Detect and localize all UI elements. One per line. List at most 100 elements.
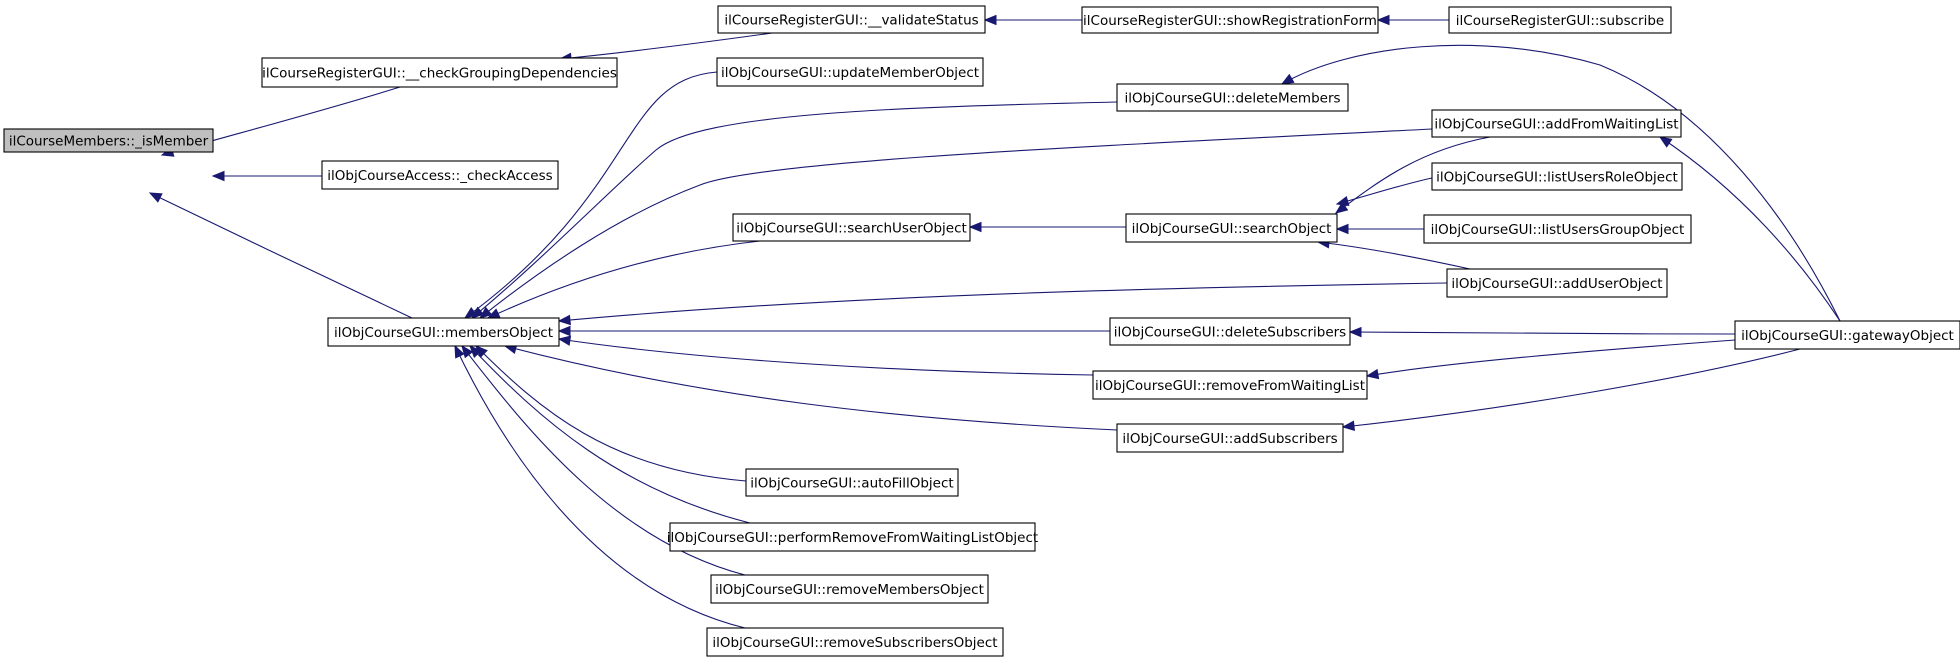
- node-box: [732, 213, 971, 242]
- edge-line: [1342, 348, 1801, 428]
- node-listUsersGroup[interactable]: ilObjCourseGUI::listUsersGroupObject: [1423, 214, 1692, 244]
- edge-searchUser-to-membersObject: [486, 240, 761, 319]
- edge-showRegForm-to-validateStatus: [983, 14, 1082, 26]
- node-label: ilCourseRegisterGUI::__checkGroupingDepe…: [262, 66, 617, 82]
- node-label: ilObjCourseGUI::listUsersRoleObject: [1436, 170, 1678, 186]
- node-validateStatus[interactable]: ilCourseRegisterGUI::__validateStatus: [717, 5, 986, 34]
- arrowhead-icon: [454, 344, 465, 359]
- node-box: [1109, 317, 1351, 346]
- edge-line: [1349, 331, 1736, 335]
- node-checkAccess[interactable]: ilObjCourseAccess::_checkAccess: [321, 160, 559, 190]
- arrowhead-icon: [478, 306, 493, 319]
- node-label: ilObjCourseGUI::gatewayObject: [1741, 328, 1954, 344]
- edge-addFromWL-to-searchObject: [1334, 136, 1491, 214]
- arrowhead-icon: [1335, 223, 1349, 235]
- edge-line: [464, 71, 718, 319]
- node-listUsersRole[interactable]: ilObjCourseGUI::listUsersRoleObject: [1431, 162, 1683, 191]
- node-deleteMembers[interactable]: ilObjCourseGUI::deleteMembers: [1116, 83, 1349, 112]
- node-box: [669, 522, 1036, 552]
- node-gateway[interactable]: ilObjCourseGUI::gatewayObject: [1734, 320, 1960, 350]
- node-box: [1431, 109, 1682, 138]
- node-label: ilObjCourseGUI::removeSubscribersObject: [712, 635, 997, 651]
- node-box: [327, 317, 560, 347]
- node-box: [1092, 370, 1368, 400]
- node-checkGrouping[interactable]: ilCourseRegisterGUI::__checkGroupingDepe…: [261, 57, 618, 88]
- node-box: [1116, 83, 1349, 112]
- arrowhead-icon: [148, 192, 163, 203]
- node-box: [1116, 423, 1344, 453]
- node-removeMembers[interactable]: ilObjCourseGUI::removeMembersObject: [710, 574, 989, 604]
- edge-removeFromWL-to-membersObject: [557, 335, 1094, 376]
- node-performRemoveWL[interactable]: ilObjCourseGUI::performRemoveFromWaiting…: [667, 522, 1038, 552]
- node-box: [717, 5, 986, 34]
- edge-line: [1366, 339, 1736, 377]
- edge-gateway-to-deleteSubs: [1348, 326, 1736, 338]
- edge-line: [1317, 241, 1471, 270]
- node-box: [1446, 268, 1668, 298]
- node-box: [710, 574, 989, 604]
- edge-line: [149, 192, 413, 319]
- node-label: ilObjCourseGUI::performRemoveFromWaiting…: [667, 530, 1038, 546]
- edge-line: [487, 240, 761, 319]
- edge-membersObject-to-isMember: [148, 192, 413, 319]
- edge-listUsersGroup-to-searchObject: [1335, 223, 1425, 235]
- node-label: ilObjCourseGUI::deleteSubscribers: [1114, 325, 1346, 341]
- node-isMember[interactable]: ilCourseMembers::_isMember: [3, 128, 214, 153]
- edge-line: [1336, 177, 1433, 205]
- edge-gateway-to-removeFromWL: [1365, 339, 1736, 380]
- node-box: [1125, 213, 1338, 243]
- edge-line: [1659, 136, 1841, 322]
- edge-removeSubsObj-to-membersObject: [454, 344, 746, 629]
- node-subscribe[interactable]: ilCourseRegisterGUI::subscribe: [1448, 6, 1672, 34]
- node-label: ilObjCourseGUI::addSubscribers: [1122, 431, 1337, 447]
- edge-gateway-to-addFromWL: [1658, 136, 1841, 322]
- node-label: ilObjCourseGUI::listUsersGroupObject: [1431, 222, 1685, 238]
- node-removeFromWL[interactable]: ilObjCourseGUI::removeFromWaitingList: [1092, 370, 1368, 400]
- arrowhead-icon: [461, 344, 474, 359]
- edge-line: [558, 282, 1448, 322]
- node-label: ilObjCourseGUI::autoFillObject: [750, 476, 953, 492]
- arrowhead-icon: [1280, 73, 1295, 85]
- node-addUser[interactable]: ilObjCourseGUI::addUserObject: [1446, 268, 1668, 298]
- edge-line: [1335, 136, 1491, 214]
- node-addFromWL[interactable]: ilObjCourseGUI::addFromWaitingList: [1431, 109, 1682, 138]
- edge-line: [479, 128, 1433, 319]
- edge-line: [504, 345, 1118, 431]
- node-searchObject[interactable]: ilObjCourseGUI::searchObject: [1125, 213, 1338, 243]
- node-removeSubsObj[interactable]: ilObjCourseGUI::removeSubscribersObject: [706, 627, 1004, 657]
- edge-line: [454, 345, 746, 629]
- node-box: [706, 627, 1004, 657]
- edge-line: [558, 338, 1094, 376]
- node-label: ilObjCourseGUI::membersObject: [334, 325, 553, 341]
- node-deleteSubs[interactable]: ilObjCourseGUI::deleteSubscribers: [1109, 317, 1351, 346]
- arrowhead-icon: [968, 221, 982, 233]
- graph-edges: [148, 14, 1841, 629]
- edge-line: [475, 345, 747, 482]
- node-box: [716, 57, 984, 87]
- node-label: ilObjCourseGUI::deleteMembers: [1124, 91, 1340, 107]
- node-updateMember[interactable]: ilObjCourseGUI::updateMemberObject: [716, 57, 984, 87]
- node-membersObject[interactable]: ilObjCourseGUI::membersObject: [327, 317, 560, 347]
- edge-line: [469, 345, 751, 524]
- node-box: [745, 468, 959, 497]
- arrowhead-icon: [1335, 195, 1350, 206]
- edge-searchObject-to-searchUser: [968, 221, 1126, 233]
- arrowhead-icon: [557, 325, 571, 337]
- node-label: ilObjCourseGUI::removeFromWaitingList: [1095, 378, 1365, 394]
- node-searchUser[interactable]: ilObjCourseGUI::searchUserObject: [732, 213, 971, 242]
- node-box: [1448, 6, 1672, 34]
- edge-addSubs-to-membersObject: [503, 343, 1118, 431]
- edge-listUsersRole-to-searchObject: [1335, 177, 1433, 206]
- node-box: [321, 160, 559, 190]
- arrowhead-icon: [211, 170, 225, 182]
- node-addSubs[interactable]: ilObjCourseGUI::addSubscribers: [1116, 423, 1344, 453]
- node-box: [1431, 162, 1683, 191]
- node-showRegForm[interactable]: ilCourseRegisterGUI::showRegistrationFor…: [1081, 6, 1379, 34]
- node-box: [1734, 320, 1960, 350]
- arrowhead-icon: [1348, 326, 1362, 338]
- node-label: ilObjCourseGUI::searchObject: [1132, 221, 1332, 237]
- node-autoFill[interactable]: ilObjCourseGUI::autoFillObject: [745, 468, 959, 497]
- node-label: ilCourseRegisterGUI::subscribe: [1456, 13, 1664, 29]
- edge-subscribe-to-showRegForm: [1376, 14, 1449, 26]
- edge-checkAccess-to-isMember: [211, 170, 323, 182]
